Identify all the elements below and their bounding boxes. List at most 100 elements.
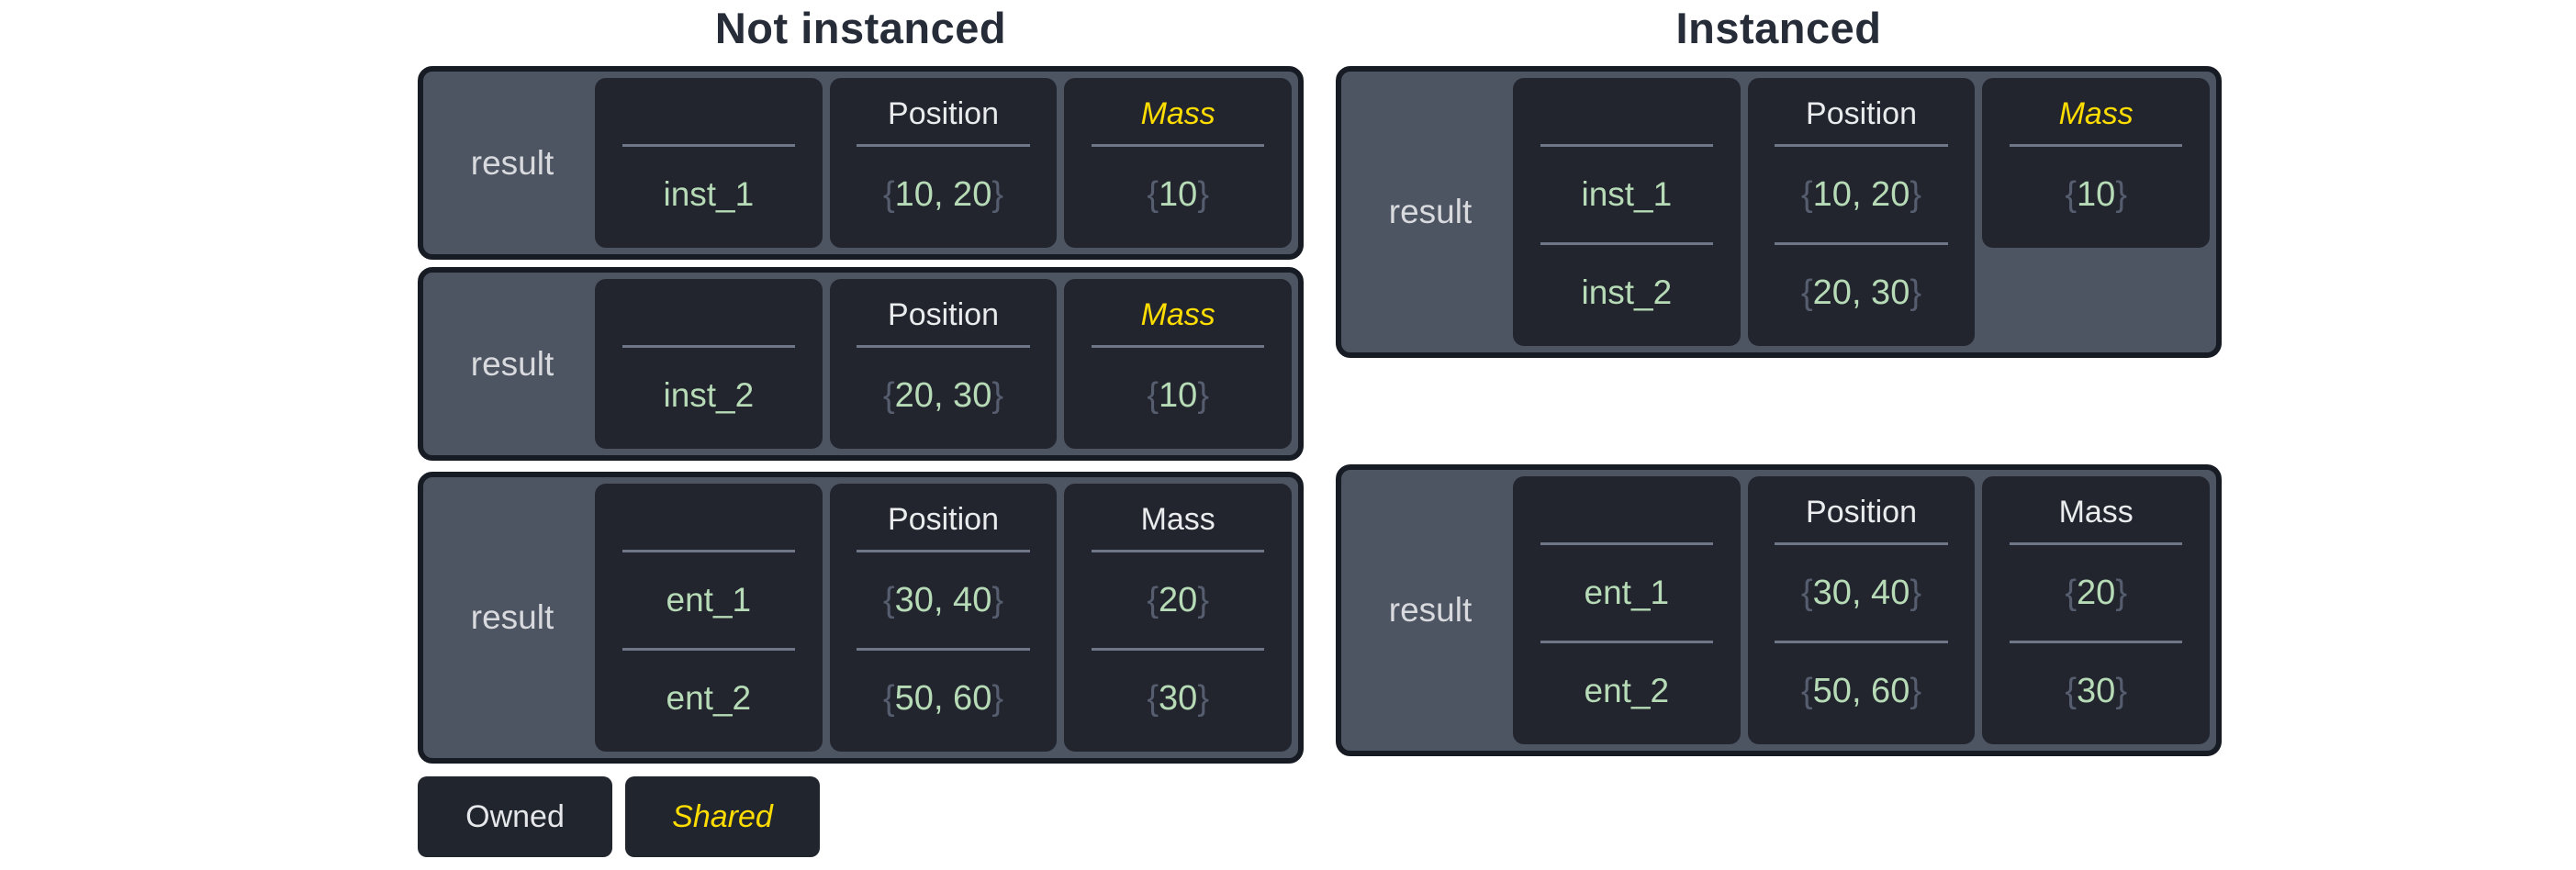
- result-box-entities: result ent_1 ent_2 Position {30, 40}: [418, 472, 1304, 764]
- cell-header-shared: Mass: [1140, 296, 1215, 332]
- value-number: 30: [1159, 678, 1198, 718]
- value-number: 10: [2077, 174, 2116, 214]
- open-brace: {: [2065, 174, 2078, 214]
- value-number: 50, 60: [1812, 671, 1910, 710]
- result-box-inst1: result inst_1 Position {10, 20} Mass: [418, 66, 1304, 260]
- cell-divider: [1092, 345, 1265, 348]
- open-brace: {: [2065, 671, 2078, 710]
- cell-divider: [2010, 144, 2183, 147]
- value-number: 30: [2077, 671, 2116, 710]
- cell-divider: [1775, 242, 1948, 245]
- legend: Owned Shared: [418, 776, 1304, 857]
- cell-divider: [1540, 641, 1713, 643]
- entity-name: inst_1: [663, 175, 755, 213]
- value-number: 30, 40: [894, 580, 992, 619]
- entity-cell: inst_2: [595, 279, 823, 449]
- cell-value: {30, 40}: [1748, 545, 1976, 641]
- value-number: 20: [2077, 573, 2116, 612]
- result-box-instances-merged: result inst_1 inst_2 Position {10, 20}: [1336, 66, 2222, 358]
- cell-header: Mass: [1140, 501, 1215, 537]
- instanced-column: Instanced result inst_1 inst_2 Position …: [1336, 0, 2222, 756]
- entity-cell: inst_1 inst_2: [1513, 78, 1741, 346]
- cell-divider: [857, 550, 1030, 552]
- cell-value: {10}: [1064, 147, 1292, 242]
- cell-value: inst_1: [1513, 147, 1741, 242]
- cell-value: {10}: [1982, 147, 2210, 242]
- mass-cell: Mass {10}: [1064, 78, 1293, 248]
- cell-divider: [622, 144, 795, 147]
- value-number: 30, 40: [1812, 573, 1910, 612]
- value-number: 20: [1159, 580, 1198, 619]
- close-brace: }: [991, 580, 1004, 619]
- entity-name: ent_1: [1584, 574, 1670, 611]
- close-brace: }: [991, 174, 1004, 214]
- cell-divider: [857, 648, 1030, 651]
- open-brace: {: [1147, 678, 1159, 718]
- cell-divider: [1540, 242, 1713, 245]
- cells-row: inst_1 inst_2 Position {10, 20} {20, 30}: [1513, 78, 2211, 346]
- cell-header: Position: [888, 95, 999, 131]
- cell-header-empty: [595, 84, 823, 144]
- open-brace: {: [882, 580, 895, 619]
- cell-header: Position: [888, 501, 999, 537]
- cell-divider: [1775, 641, 1948, 643]
- value-number: 20, 30: [894, 375, 992, 415]
- cell-value: inst_1: [595, 147, 823, 242]
- close-brace: }: [991, 678, 1004, 718]
- close-brace: }: [1910, 174, 1922, 214]
- cell-header: Position: [888, 296, 999, 332]
- close-brace: }: [2115, 573, 2128, 612]
- value-number: 10, 20: [1812, 174, 1910, 214]
- cell-header: Mass: [2058, 494, 2134, 530]
- cell-value: ent_2: [1513, 643, 1741, 739]
- value-number: 10: [1159, 375, 1198, 415]
- open-brace: {: [1800, 671, 1813, 710]
- entity-name: ent_2: [666, 679, 752, 717]
- cell-header-shared: Mass: [1140, 95, 1215, 131]
- position-cell: Position {10, 20} {20, 30}: [1747, 78, 1976, 346]
- cell-divider: [1092, 550, 1265, 552]
- result-box-inst2: result inst_2 Position {20, 30} Mass: [418, 267, 1304, 461]
- entity-name: inst_1: [1581, 175, 1673, 213]
- cell-value: {10, 20}: [1748, 147, 1976, 242]
- not-instanced-column: Not instanced result inst_1 Position {10…: [418, 0, 1304, 857]
- open-brace: {: [1147, 580, 1159, 619]
- cell-value: ent_1: [1513, 545, 1741, 641]
- cell-divider: [1092, 144, 1265, 147]
- result-label: result: [470, 598, 554, 636]
- cell-value: inst_2: [595, 348, 823, 443]
- entity-name: ent_1: [666, 581, 752, 619]
- mass-cell: Mass {20} {30}: [1982, 476, 2211, 744]
- cells-row: ent_1 ent_2 Position {30, 40} {50, 60}: [595, 484, 1293, 752]
- cell-header-empty: [595, 489, 823, 550]
- value-number: 20, 30: [1812, 273, 1910, 312]
- close-brace: }: [1910, 573, 1922, 612]
- cell-header-empty: [595, 284, 823, 345]
- cell-value: ent_1: [595, 552, 823, 648]
- entity-cell: inst_1: [595, 78, 823, 248]
- cell-value: {20, 30}: [830, 348, 1058, 443]
- cell-header-shared: Mass: [2058, 95, 2134, 131]
- open-brace: {: [882, 174, 895, 214]
- entity-name: inst_2: [1581, 273, 1673, 311]
- mass-cell: Mass {20} {30}: [1064, 484, 1293, 752]
- close-brace: }: [2115, 174, 2128, 214]
- close-brace: }: [1910, 273, 1922, 312]
- cell-divider: [2010, 542, 2183, 545]
- open-brace: {: [1800, 573, 1813, 612]
- close-brace: }: [1910, 671, 1922, 710]
- cell-header: Position: [1806, 95, 1917, 131]
- cell-divider: [857, 144, 1030, 147]
- cell-divider: [1540, 144, 1713, 147]
- cell-value: {20, 30}: [1748, 245, 1976, 340]
- cell-divider: [857, 345, 1030, 348]
- close-brace: }: [1197, 174, 1210, 214]
- cell-value: {50, 60}: [830, 651, 1058, 746]
- cell-header: Position: [1806, 494, 1917, 530]
- cell-header-empty: [1513, 84, 1741, 144]
- cell-value: {30}: [1982, 643, 2210, 739]
- cell-value: {10}: [1064, 348, 1292, 443]
- cells-row: ent_1 ent_2 Position {30, 40} {50, 60}: [1513, 476, 2211, 744]
- cell-divider: [1540, 542, 1713, 545]
- close-brace: }: [1197, 678, 1210, 718]
